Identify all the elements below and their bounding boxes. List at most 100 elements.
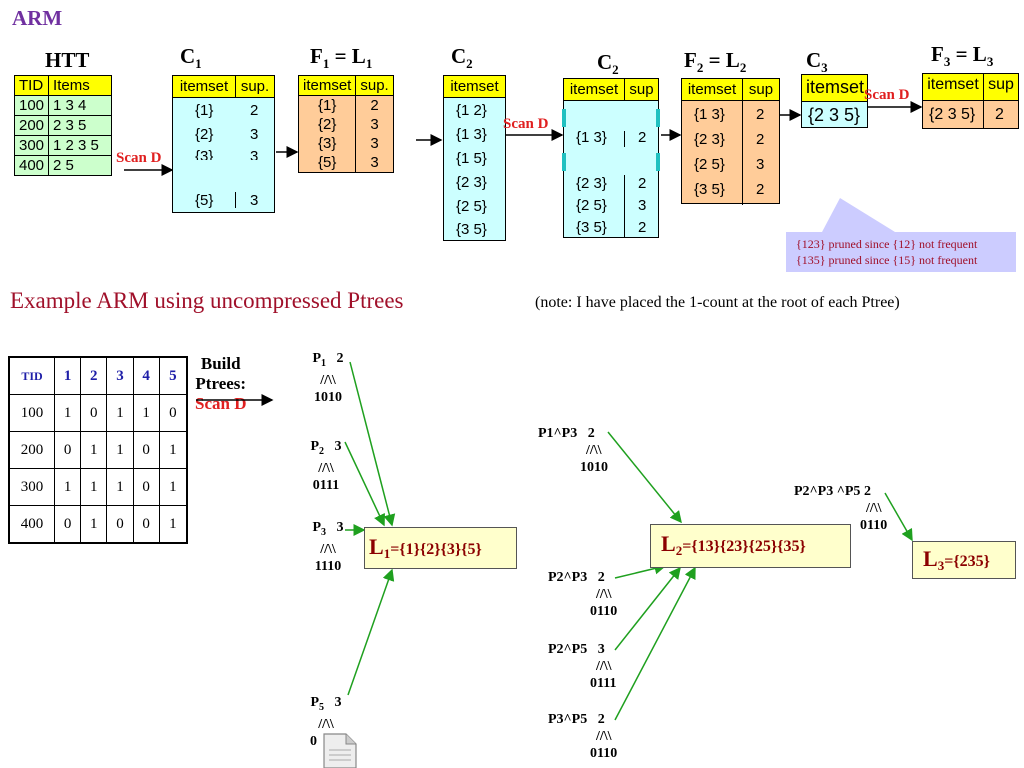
scan-label: Scan D bbox=[116, 150, 162, 166]
itemset-cell: {1 5} bbox=[456, 150, 487, 167]
support-cell: 2 bbox=[638, 175, 647, 192]
c2a-table: itemset {1 2} {1 3} {1 5} {2 3} {2 5} {3… bbox=[443, 75, 506, 241]
scan-label: Scan D bbox=[503, 116, 549, 132]
table-cell: 1 bbox=[53, 394, 82, 432]
table-cell: 400 bbox=[8, 505, 55, 544]
itemset-cell: {1 2} bbox=[456, 102, 487, 119]
l2-box: L2={13}{23}{25}{35} bbox=[650, 524, 851, 568]
ptree-arrows bbox=[196, 361, 913, 721]
f2-label: F2 = L2 bbox=[684, 48, 747, 76]
itemset-cell: {2 3} bbox=[694, 131, 725, 148]
support-cell: 3 bbox=[355, 115, 394, 134]
support-cell: 3 bbox=[756, 156, 765, 173]
ptree-p2-and-p3-and-p5: P2^P3 ^P5 2 //\\ 0110 bbox=[794, 484, 888, 533]
table-cell: 200 bbox=[13, 115, 50, 136]
table-cell: 0 bbox=[132, 505, 160, 544]
itemset-cell: {2 5} bbox=[456, 198, 487, 215]
htt-header-tid: TID bbox=[13, 75, 50, 96]
l1-box: L1={1}{2}{3}{5} bbox=[364, 527, 517, 569]
itemset-cell: {1} bbox=[195, 102, 214, 119]
document-icon bbox=[323, 733, 357, 768]
itemset-cell: {3} bbox=[297, 134, 357, 153]
support-cell: 2 bbox=[355, 95, 394, 115]
ptree-p1-and-p3: P1^P3 2 //\\ 1010 bbox=[538, 426, 608, 475]
ptree-p5: P5 3 //\\ 0 bbox=[310, 695, 342, 749]
f1-header-itemset: itemset bbox=[297, 75, 357, 96]
support-cell: 3 bbox=[638, 197, 647, 214]
ptree-p2-and-p5: P2^P5 3 //\\ 0111 bbox=[548, 642, 617, 691]
ptree-p2: P2 3 //\\ 0111 bbox=[310, 439, 342, 493]
table-cell: 1 bbox=[80, 468, 108, 506]
table-cell: 0 bbox=[53, 505, 82, 544]
support-cell: 3 bbox=[355, 153, 394, 173]
f3-label: F3 = L3 bbox=[931, 42, 994, 70]
ptree-p2-and-p3: P2^P3 2 //\\ 0110 bbox=[548, 570, 618, 619]
bitmap-header: 5 bbox=[158, 356, 188, 395]
build-ptrees-label: Build Ptrees: Scan D bbox=[195, 354, 247, 413]
table-cell: 2 3 5 bbox=[48, 115, 113, 136]
c3-header: itemset bbox=[802, 75, 867, 102]
f3-header: itemset sup bbox=[923, 74, 1018, 101]
support-cell: 2 bbox=[995, 106, 1004, 123]
support-cell: 3 bbox=[355, 134, 394, 153]
itemset-cell: {3 5} bbox=[456, 221, 487, 238]
itemset-cell: {3 5} bbox=[694, 181, 725, 198]
c1-header: itemset sup. bbox=[173, 76, 274, 98]
htt-label: HTT bbox=[45, 48, 90, 72]
slide-title: ARM bbox=[12, 6, 63, 30]
itemset-cell: {1 3} bbox=[576, 129, 607, 146]
itemset-cell: {2 3} bbox=[576, 175, 607, 192]
table-cell: 1 bbox=[158, 505, 188, 544]
f3-table: itemset sup {2 3 5} 2 bbox=[922, 73, 1019, 129]
bitmap-header: 4 bbox=[132, 356, 160, 395]
table-cell: 1 bbox=[106, 394, 134, 432]
pruning-callout: {123} pruned since {12} not frequent {13… bbox=[796, 237, 978, 267]
support-cell: 2 bbox=[250, 102, 259, 119]
c2b-table: itemset sup {1 3} 2 {2 3} 2 {2 5} 3 {3 5… bbox=[562, 78, 660, 238]
l3-box: L3={235} bbox=[912, 541, 1016, 579]
table-cell: 1 3 4 bbox=[48, 95, 113, 116]
itemset-cell: {5} bbox=[195, 192, 214, 209]
table-cell: 0 bbox=[106, 505, 134, 544]
table-cell: 0 bbox=[53, 431, 82, 469]
table-cell: 300 bbox=[13, 135, 50, 156]
c2a-header: itemset bbox=[444, 76, 505, 98]
itemset-cell: {2} bbox=[195, 126, 214, 143]
itemset-cell: {1 3} bbox=[456, 126, 487, 143]
c2a-label: C2 bbox=[451, 44, 473, 72]
support-cell: 2 bbox=[638, 219, 647, 236]
table-cell: 1 2 3 5 bbox=[48, 135, 113, 156]
table-cell: 2 5 bbox=[48, 155, 113, 176]
itemset-cell: {2 3 5} bbox=[808, 105, 861, 125]
f1-header-sup: sup. bbox=[355, 75, 394, 96]
support-cell: 3 bbox=[250, 148, 259, 160]
bitmap-header: 1 bbox=[53, 356, 82, 395]
itemset-cell: {1} bbox=[297, 95, 357, 115]
f1-label: F1 = L1 bbox=[310, 44, 373, 72]
table-cell: 0 bbox=[132, 468, 160, 506]
c3-table: itemset {2 3 5} bbox=[801, 74, 868, 128]
itemset-cell: {3} bbox=[195, 148, 214, 160]
table-cell: 1 bbox=[158, 431, 188, 469]
support-cell: 2 bbox=[638, 129, 647, 146]
table-cell: 1 bbox=[158, 468, 188, 506]
f1-table: itemset sup. {1}2 {2}3 {3}3 {5}3 bbox=[297, 75, 394, 173]
c1-label: C1 bbox=[180, 44, 202, 72]
itemset-cell: {2} bbox=[297, 115, 357, 134]
itemset-cell: {2 3} bbox=[456, 174, 487, 191]
f2-header: itemset sup bbox=[682, 79, 779, 101]
f2-table: itemset sup {1 3} 2 {2 3} 2 {2 5} 3 {3 5… bbox=[681, 78, 780, 205]
table-cell: 100 bbox=[13, 95, 50, 116]
htt-header-items: Items bbox=[48, 75, 113, 96]
table-cell: 400 bbox=[13, 155, 50, 176]
support-cell: 2 bbox=[756, 181, 765, 198]
support-cell: 2 bbox=[756, 106, 765, 123]
table-cell: 0 bbox=[132, 431, 160, 469]
table-cell: 300 bbox=[8, 468, 55, 506]
itemset-cell: {1 3} bbox=[694, 106, 725, 123]
itemset-cell: {2 5} bbox=[694, 156, 725, 173]
c3-label: C3 bbox=[806, 48, 828, 76]
itemset-cell: {3 5} bbox=[576, 219, 607, 236]
